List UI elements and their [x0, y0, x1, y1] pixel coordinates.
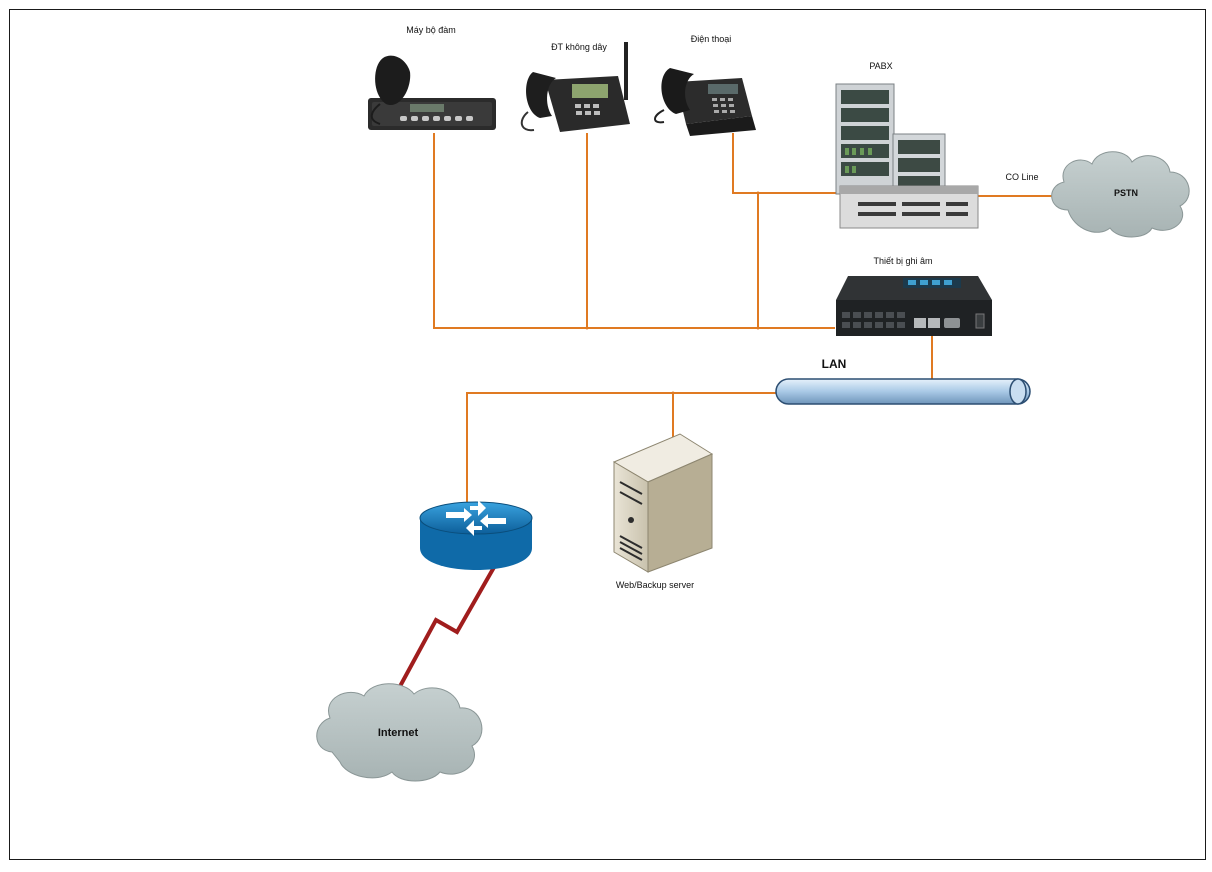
voice-recorder-icon	[836, 276, 992, 336]
two-way-radio-icon	[368, 55, 496, 130]
cordless-phone-label: ĐT không dây	[551, 42, 607, 52]
router-icon	[419, 500, 533, 570]
junction-dots	[585, 191, 760, 395]
phone-label: Điện thoại	[690, 34, 732, 44]
wan-link	[396, 561, 499, 691]
radio-link	[433, 133, 835, 329]
server-icon	[612, 433, 714, 573]
internet-cloud-icon	[316, 683, 483, 782]
internet-label: Internet	[377, 727, 419, 739]
pabx-icon	[835, 83, 979, 229]
radio-label: Máy bộ đàm	[406, 25, 456, 35]
desk-phone-icon	[654, 68, 756, 136]
pabx-label: PABX	[869, 61, 893, 71]
phone-wiring	[433, 133, 1062, 508]
lan-router-link	[466, 392, 780, 508]
pstn-cloud-icon	[1051, 151, 1190, 238]
lan-bus	[775, 378, 1031, 405]
co-line-label: CO Line	[1005, 172, 1039, 182]
server-label: Web/Backup server	[615, 580, 695, 590]
recorder-label: Thiết bị ghi âm	[873, 256, 933, 266]
pstn-label: PSTN	[1113, 188, 1139, 198]
diagram-frame	[9, 9, 1206, 860]
cordless-phone-icon	[520, 42, 630, 132]
lan-label: LAN	[821, 357, 847, 371]
phone-pabx-link	[732, 133, 840, 194]
